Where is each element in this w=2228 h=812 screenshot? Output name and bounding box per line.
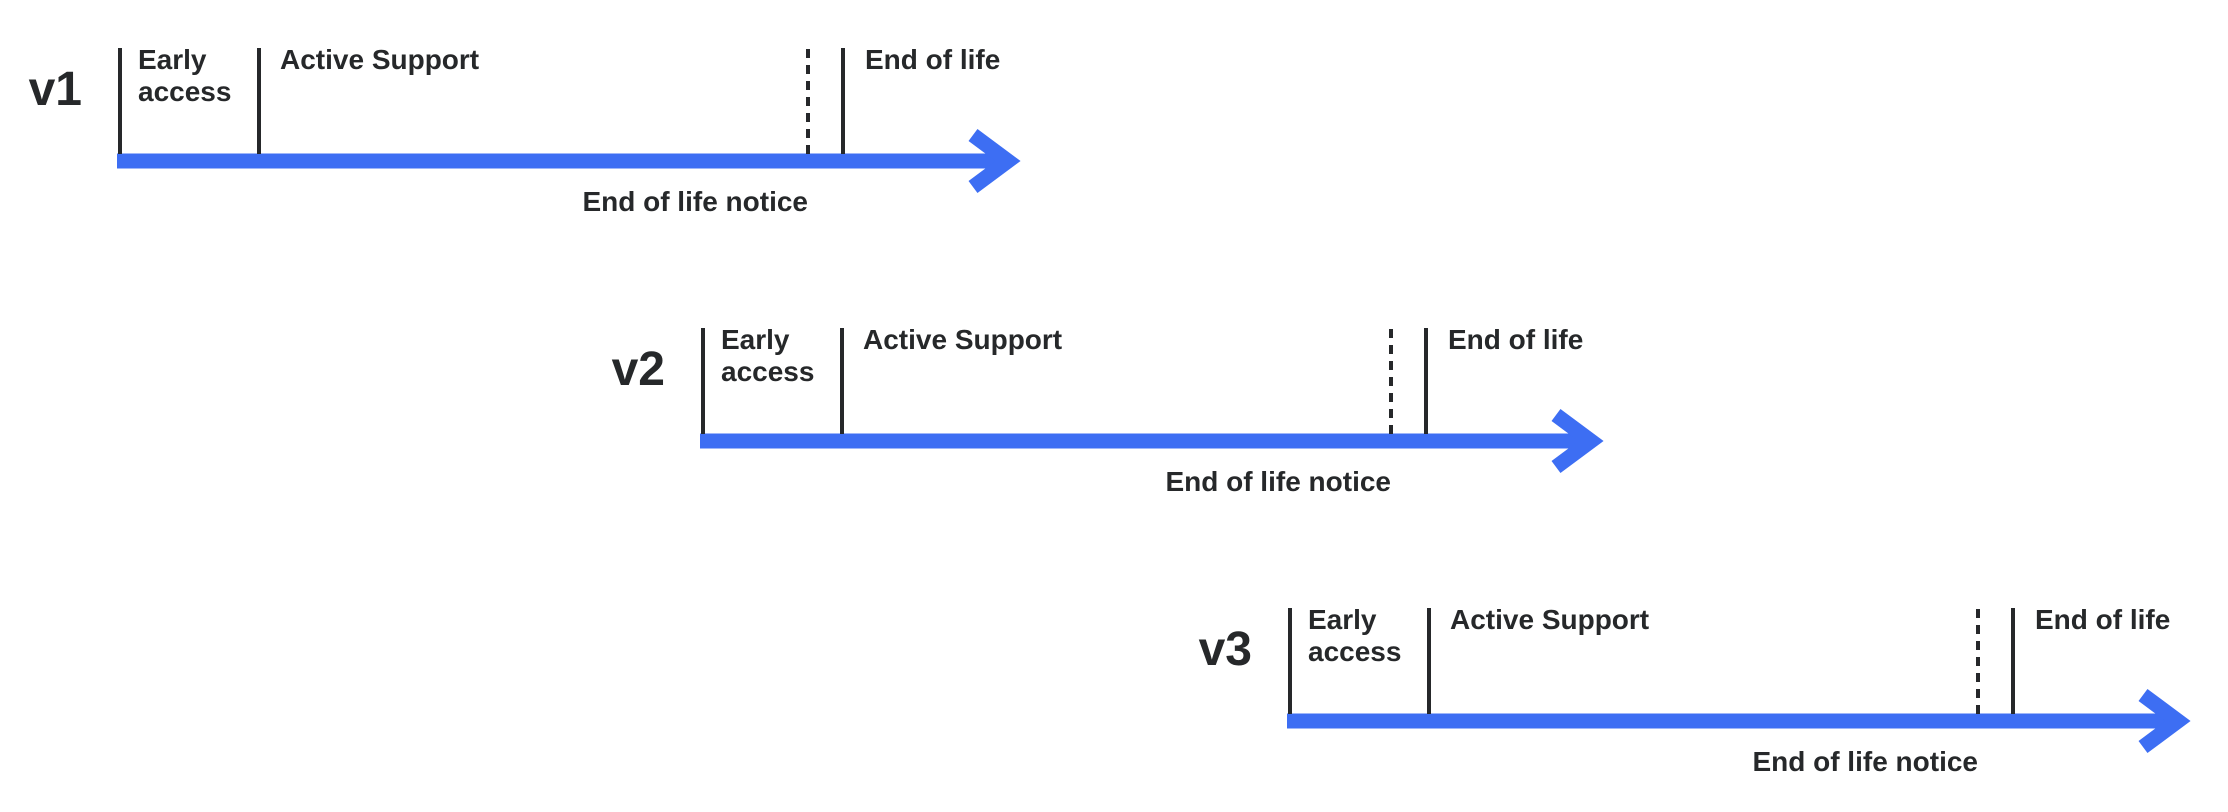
end-of-life-tick — [841, 48, 845, 154]
version-label: v2 — [611, 343, 665, 396]
active-support-label: Active Support — [863, 324, 1063, 355]
arrow-head-icon — [2138, 688, 2191, 754]
active-support-label: Active Support — [1450, 604, 1650, 635]
timeline-row-v3: v3 Early access Active Support End of li… — [1199, 604, 2218, 812]
version-label: v3 — [1198, 623, 1252, 676]
end-of-life-label: End of life — [865, 44, 1001, 75]
timeline-arrow-icon — [117, 128, 1021, 194]
early-access-label: Early access — [1308, 604, 1402, 667]
early-access-label: Early access — [721, 324, 815, 387]
end-of-life-notice-label: End of life notice — [1752, 746, 1978, 777]
early-access-label: Early access — [138, 44, 232, 107]
end-of-life-notice-label: End of life notice — [582, 186, 808, 217]
active-support-start-tick — [257, 48, 261, 154]
early-access-start-tick — [1288, 608, 1292, 714]
active-support-start-tick — [840, 328, 844, 434]
version-label: v1 — [28, 63, 82, 116]
eol-notice-dashed-tick — [1976, 609, 1980, 714]
end-of-life-notice-label: End of life notice — [1165, 466, 1391, 497]
eol-notice-dashed-tick — [806, 49, 810, 154]
end-of-life-tick — [1424, 328, 1428, 434]
end-of-life-tick — [2011, 608, 2015, 714]
arrow-head-icon — [968, 128, 1021, 194]
end-of-life-label: End of life — [1448, 324, 1584, 355]
end-of-life-label: End of life — [2035, 604, 2171, 635]
timeline-row-v2: v2 Early access Active Support End of li… — [612, 324, 1631, 538]
early-access-start-tick — [701, 328, 705, 434]
active-support-start-tick — [1427, 608, 1431, 714]
timeline-arrow-icon — [700, 408, 1604, 474]
arrow-head-icon — [1551, 408, 1604, 474]
active-support-label: Active Support — [280, 44, 480, 75]
timeline-arrow-icon — [1287, 688, 2191, 754]
eol-notice-dashed-tick — [1389, 329, 1393, 434]
timeline-row-v1: v1 Early access Active Support End of li… — [29, 44, 1048, 258]
early-access-start-tick — [118, 48, 122, 154]
